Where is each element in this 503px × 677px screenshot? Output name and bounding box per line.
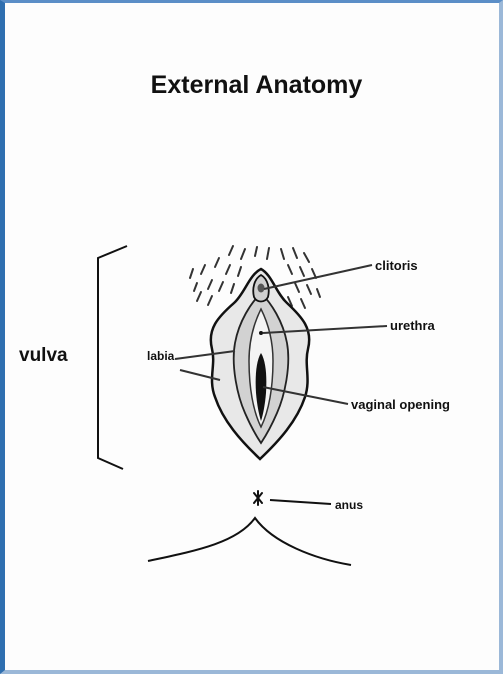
vulva-label: vulva	[19, 345, 68, 367]
vaginal-opening-label: vaginal opening	[351, 397, 450, 412]
urethra-label: urethra	[390, 318, 435, 333]
anus-leader	[270, 500, 331, 504]
urethra-opening	[259, 331, 263, 335]
anus-mark	[254, 491, 262, 505]
vulva-bracket	[98, 246, 127, 469]
clitoris-leader	[264, 265, 372, 289]
clitoris-glans	[258, 284, 265, 293]
anatomy-drawing	[5, 3, 503, 677]
clitoris-label: clitoris	[375, 258, 418, 273]
buttocks-curve	[148, 518, 351, 565]
anus-label: anus	[335, 498, 363, 512]
labia-label: labia	[147, 349, 174, 363]
